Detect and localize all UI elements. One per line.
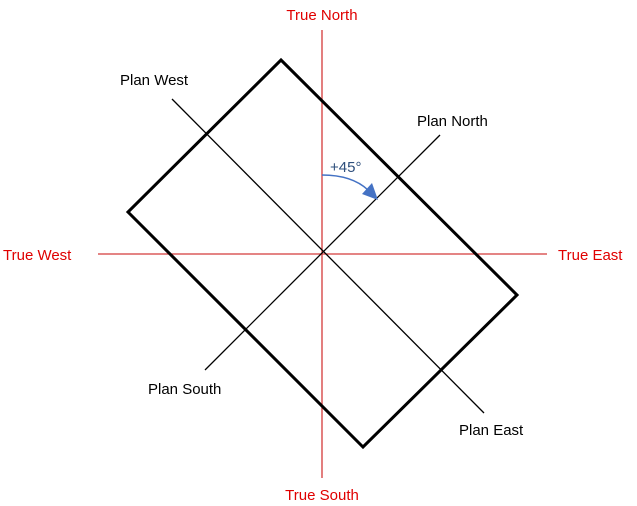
rotation-arc bbox=[321, 174, 369, 191]
plan-north-label: Plan North bbox=[417, 113, 488, 130]
plan-south-label: Plan South bbox=[148, 381, 221, 398]
true-south-label: True South bbox=[285, 487, 359, 504]
plan-east-west-axis bbox=[171, 98, 485, 414]
plan-west-label: Plan West bbox=[120, 72, 189, 89]
plan-north-south-axis bbox=[204, 134, 441, 371]
building-outline bbox=[125, 57, 520, 450]
rotation-label: +45° bbox=[330, 159, 361, 176]
plan-east-label: Plan East bbox=[459, 422, 524, 439]
true-north-label: True North bbox=[286, 7, 357, 24]
true-west-label: True West bbox=[3, 247, 72, 264]
true-east-label: True East bbox=[558, 247, 623, 264]
rotation-arrowhead bbox=[362, 183, 378, 200]
